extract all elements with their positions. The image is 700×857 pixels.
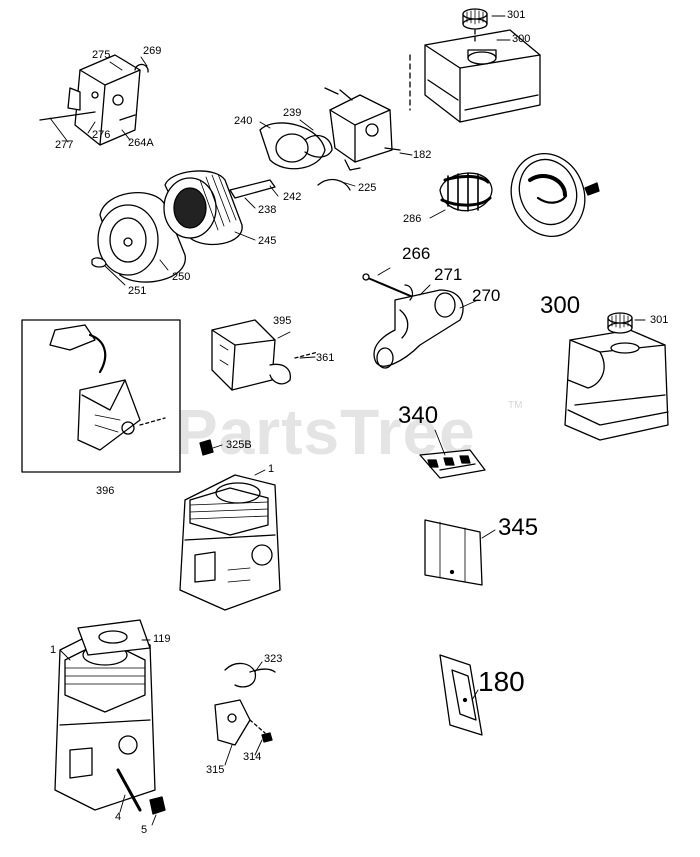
callout-395: 395 bbox=[273, 315, 292, 327]
callout-238: 238 bbox=[258, 204, 277, 216]
callout-242: 242 bbox=[283, 191, 302, 203]
callout-315: 315 bbox=[206, 764, 225, 776]
callout-323: 323 bbox=[264, 653, 283, 665]
callout-266: 266 bbox=[402, 244, 431, 263]
carburetor bbox=[324, 87, 401, 171]
callout-277: 277 bbox=[55, 139, 74, 151]
muffler bbox=[39, 54, 149, 146]
callout-300-large: 300 bbox=[540, 292, 581, 319]
crankshaft-pin bbox=[116, 768, 166, 815]
callout-345: 345 bbox=[498, 514, 539, 541]
engine-block-upper bbox=[179, 474, 281, 611]
fuel-cap-top bbox=[462, 8, 488, 45]
callout-1-lower: 1 bbox=[50, 644, 57, 656]
callout-119: 119 bbox=[153, 633, 171, 645]
callout-264a: 264A bbox=[128, 137, 154, 149]
callout-250: 250 bbox=[172, 271, 191, 283]
callout-325b: 325B bbox=[226, 439, 252, 451]
callout-225: 225 bbox=[358, 182, 377, 194]
callout-180: 180 bbox=[478, 666, 525, 697]
inset-box-ignition bbox=[21, 319, 181, 473]
starter-ring bbox=[439, 172, 493, 212]
callout-314: 314 bbox=[243, 751, 262, 763]
callout-4: 4 bbox=[115, 811, 122, 823]
engine-block-lower bbox=[54, 619, 156, 811]
bracket-180 bbox=[439, 654, 483, 736]
callout-301-side: 301 bbox=[650, 314, 669, 326]
callout-251: 251 bbox=[128, 285, 147, 297]
fuel-tank-top bbox=[409, 29, 541, 123]
fastener-325b bbox=[199, 439, 214, 456]
callout-340: 340 bbox=[398, 402, 439, 429]
recoil-starter bbox=[510, 153, 600, 237]
callout-271: 271 bbox=[434, 265, 463, 284]
callout-239: 239 bbox=[283, 107, 302, 119]
callout-182: 182 bbox=[413, 149, 432, 161]
intake-manifold bbox=[362, 273, 464, 369]
callout-240: 240 bbox=[234, 115, 253, 127]
watermark-trademark: TM bbox=[508, 400, 523, 411]
shield-345 bbox=[424, 519, 483, 586]
callout-286: 286 bbox=[403, 213, 422, 225]
callout-245: 245 bbox=[258, 235, 277, 247]
air-filter-element bbox=[163, 170, 243, 246]
air-filter-cover bbox=[91, 192, 186, 283]
callout-301: 301 bbox=[507, 9, 526, 21]
callout-1-upper: 1 bbox=[268, 463, 275, 475]
callout-300: 300 bbox=[512, 33, 531, 45]
fuel-cap-side bbox=[607, 312, 633, 334]
fuel-tank-side bbox=[564, 329, 669, 441]
callout-276: 276 bbox=[92, 129, 111, 141]
ignition-module bbox=[211, 319, 319, 391]
leader-lines bbox=[49, 15, 646, 826]
callout-270: 270 bbox=[472, 286, 501, 305]
callout-361: 361 bbox=[316, 352, 335, 364]
callout-269: 269 bbox=[143, 45, 162, 57]
solenoid-assembly bbox=[214, 662, 276, 746]
air-filter-base bbox=[229, 122, 351, 199]
gasket-set bbox=[419, 449, 486, 479]
callout-5: 5 bbox=[141, 824, 148, 836]
callout-396: 396 bbox=[96, 485, 115, 497]
callout-275: 275 bbox=[92, 49, 111, 61]
